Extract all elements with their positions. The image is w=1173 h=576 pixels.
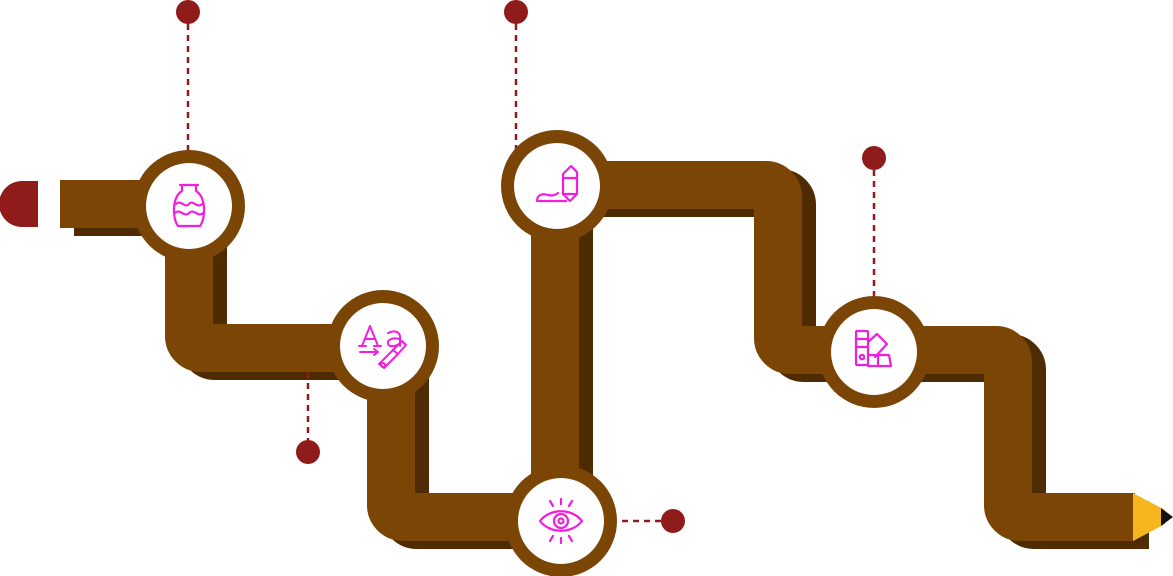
pencil-tip <box>1133 493 1173 541</box>
step-node-vase <box>133 150 245 262</box>
pen-draw-icon <box>535 164 579 203</box>
node-face <box>146 163 232 249</box>
step-node-typography <box>327 290 439 402</box>
start-cap <box>0 181 38 227</box>
callout-dot <box>296 440 320 464</box>
typography-icon <box>358 325 407 369</box>
callout-dots <box>176 0 886 533</box>
node-face <box>340 303 426 389</box>
callout-dot <box>176 0 200 24</box>
vase-icon <box>172 183 206 228</box>
connectors <box>186 24 876 523</box>
eye-icon <box>538 497 584 545</box>
node-face <box>518 478 604 564</box>
step-node-eye <box>505 465 617 576</box>
step-node-pen <box>501 130 613 242</box>
node-face <box>514 143 600 229</box>
callout-dot <box>862 146 886 170</box>
color-palette-icon <box>854 329 893 368</box>
node-face <box>831 309 917 395</box>
callout-dot <box>504 0 528 24</box>
step-node-palette <box>818 296 930 408</box>
callout-dot <box>661 509 685 533</box>
